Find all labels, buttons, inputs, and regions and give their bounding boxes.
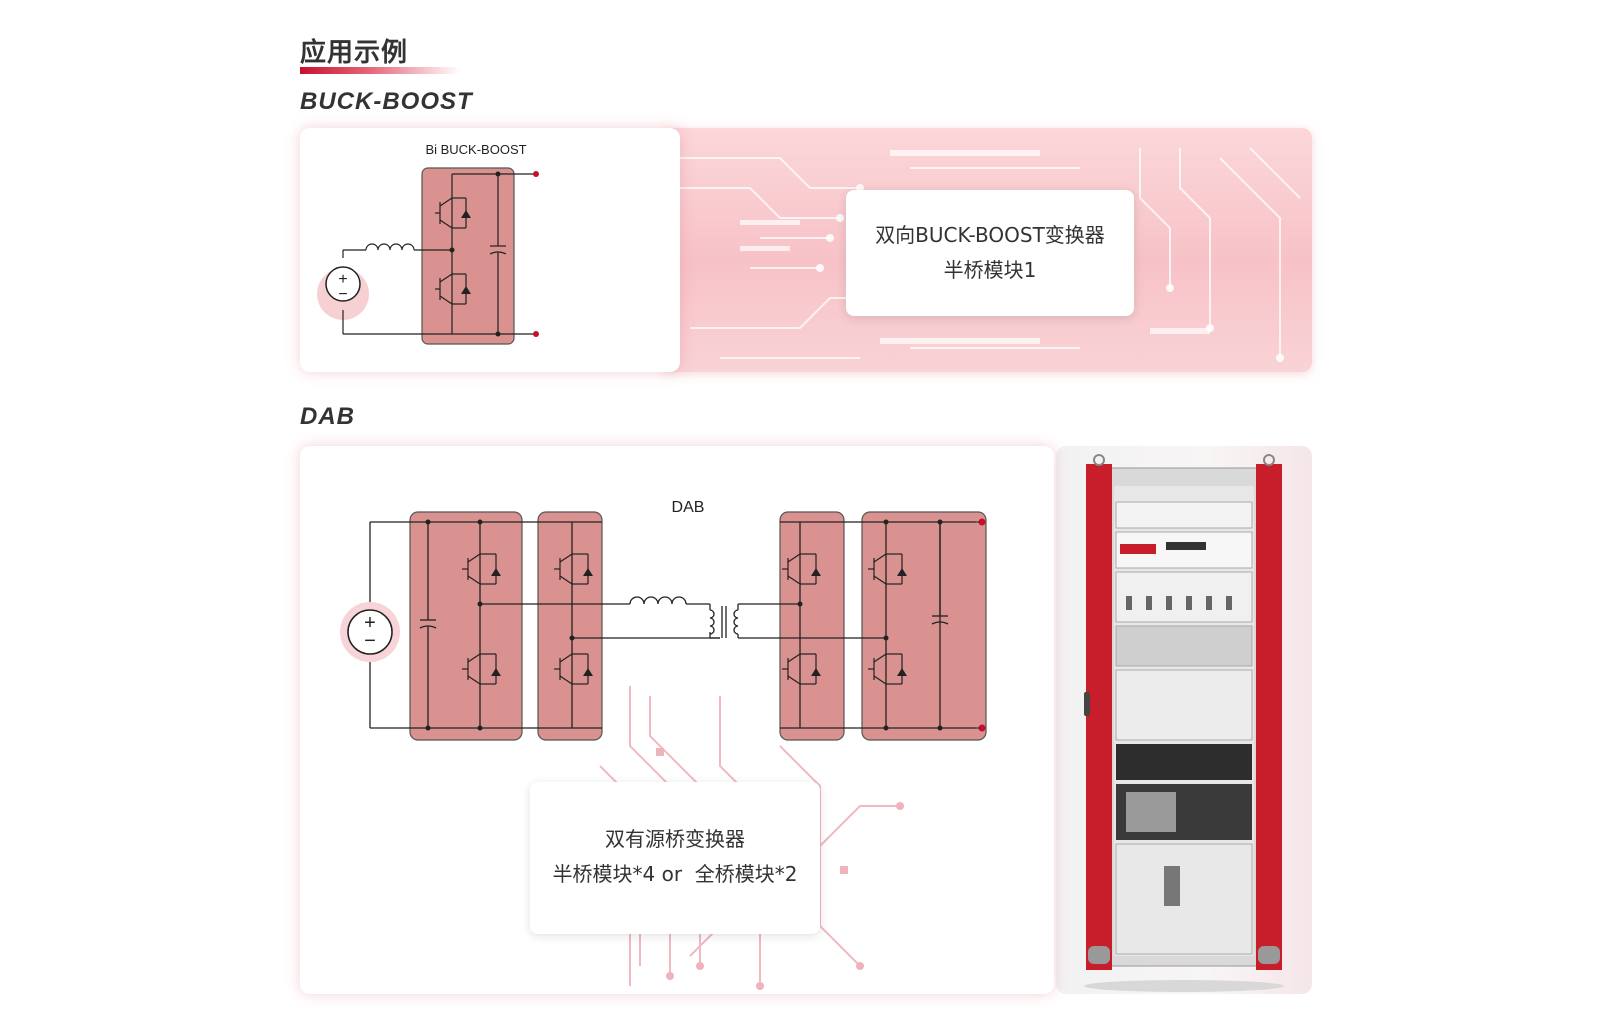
diagram-title-buck-boost: Bi BUCK-BOOST: [425, 142, 526, 157]
source-minus-sign: −: [338, 286, 347, 303]
dab-module-2: [537, 511, 603, 741]
section-heading-buck-boost: BUCK-BOOST: [300, 88, 473, 115]
source-plus-sign: +: [338, 271, 347, 288]
equipment-cabinet-illustration: [1084, 454, 1284, 992]
output-terminal-top: [533, 171, 539, 177]
output-terminal-bottom: [533, 331, 539, 337]
cabinet-photo-panel: [1056, 446, 1312, 994]
dab-output-terminal-top: [978, 518, 986, 526]
section-heading-dab: DAB: [300, 403, 355, 430]
dab-circuit-diagram: DAB: [340, 499, 987, 990]
dab-output-terminal-bottom: [978, 724, 986, 732]
dab-source-plus-sign: +: [364, 612, 376, 634]
circuit-board-banner: [660, 128, 1312, 372]
cabinet-right-post: [1256, 464, 1282, 970]
diagram-title-dab: DAB: [672, 499, 705, 516]
dab-module-3: [779, 511, 845, 741]
buck-boost-info-box: 双向BUCK-BOOST变换器 半桥模块1: [846, 190, 1134, 316]
buck-boost-circuit-diagram: Bi BUCK-BOOST: [317, 142, 539, 345]
title-underline: [300, 67, 460, 74]
cabinet-left-post: [1086, 464, 1112, 970]
dab-voltage-source-icon: [347, 609, 393, 655]
half-bridge-module: [421, 167, 515, 345]
buck-boost-diagram-card: Bi BUCK-BOOST: [300, 128, 680, 372]
dab-info-line1: 双有源桥变换器: [605, 827, 745, 851]
page-title: 应用示例: [300, 38, 409, 68]
dab-module-1: [409, 511, 523, 741]
dab-info-line2: 半桥模块*4 or 全桥模块*2: [552, 862, 798, 886]
dab-source-minus-sign: −: [364, 630, 376, 652]
buck-boost-info-line1: 双向BUCK-BOOST变换器: [875, 223, 1105, 247]
buck-boost-info-line2: 半桥模块1: [943, 258, 1037, 282]
circuit-pattern-decoration: [680, 147, 1301, 362]
dab-info-box: 双有源桥变换器 半桥模块*4 or 全桥模块*2: [530, 782, 820, 934]
voltage-source-icon: [325, 266, 361, 302]
dab-module-4: [861, 511, 987, 741]
cabinet-door-handle: [1084, 692, 1090, 716]
